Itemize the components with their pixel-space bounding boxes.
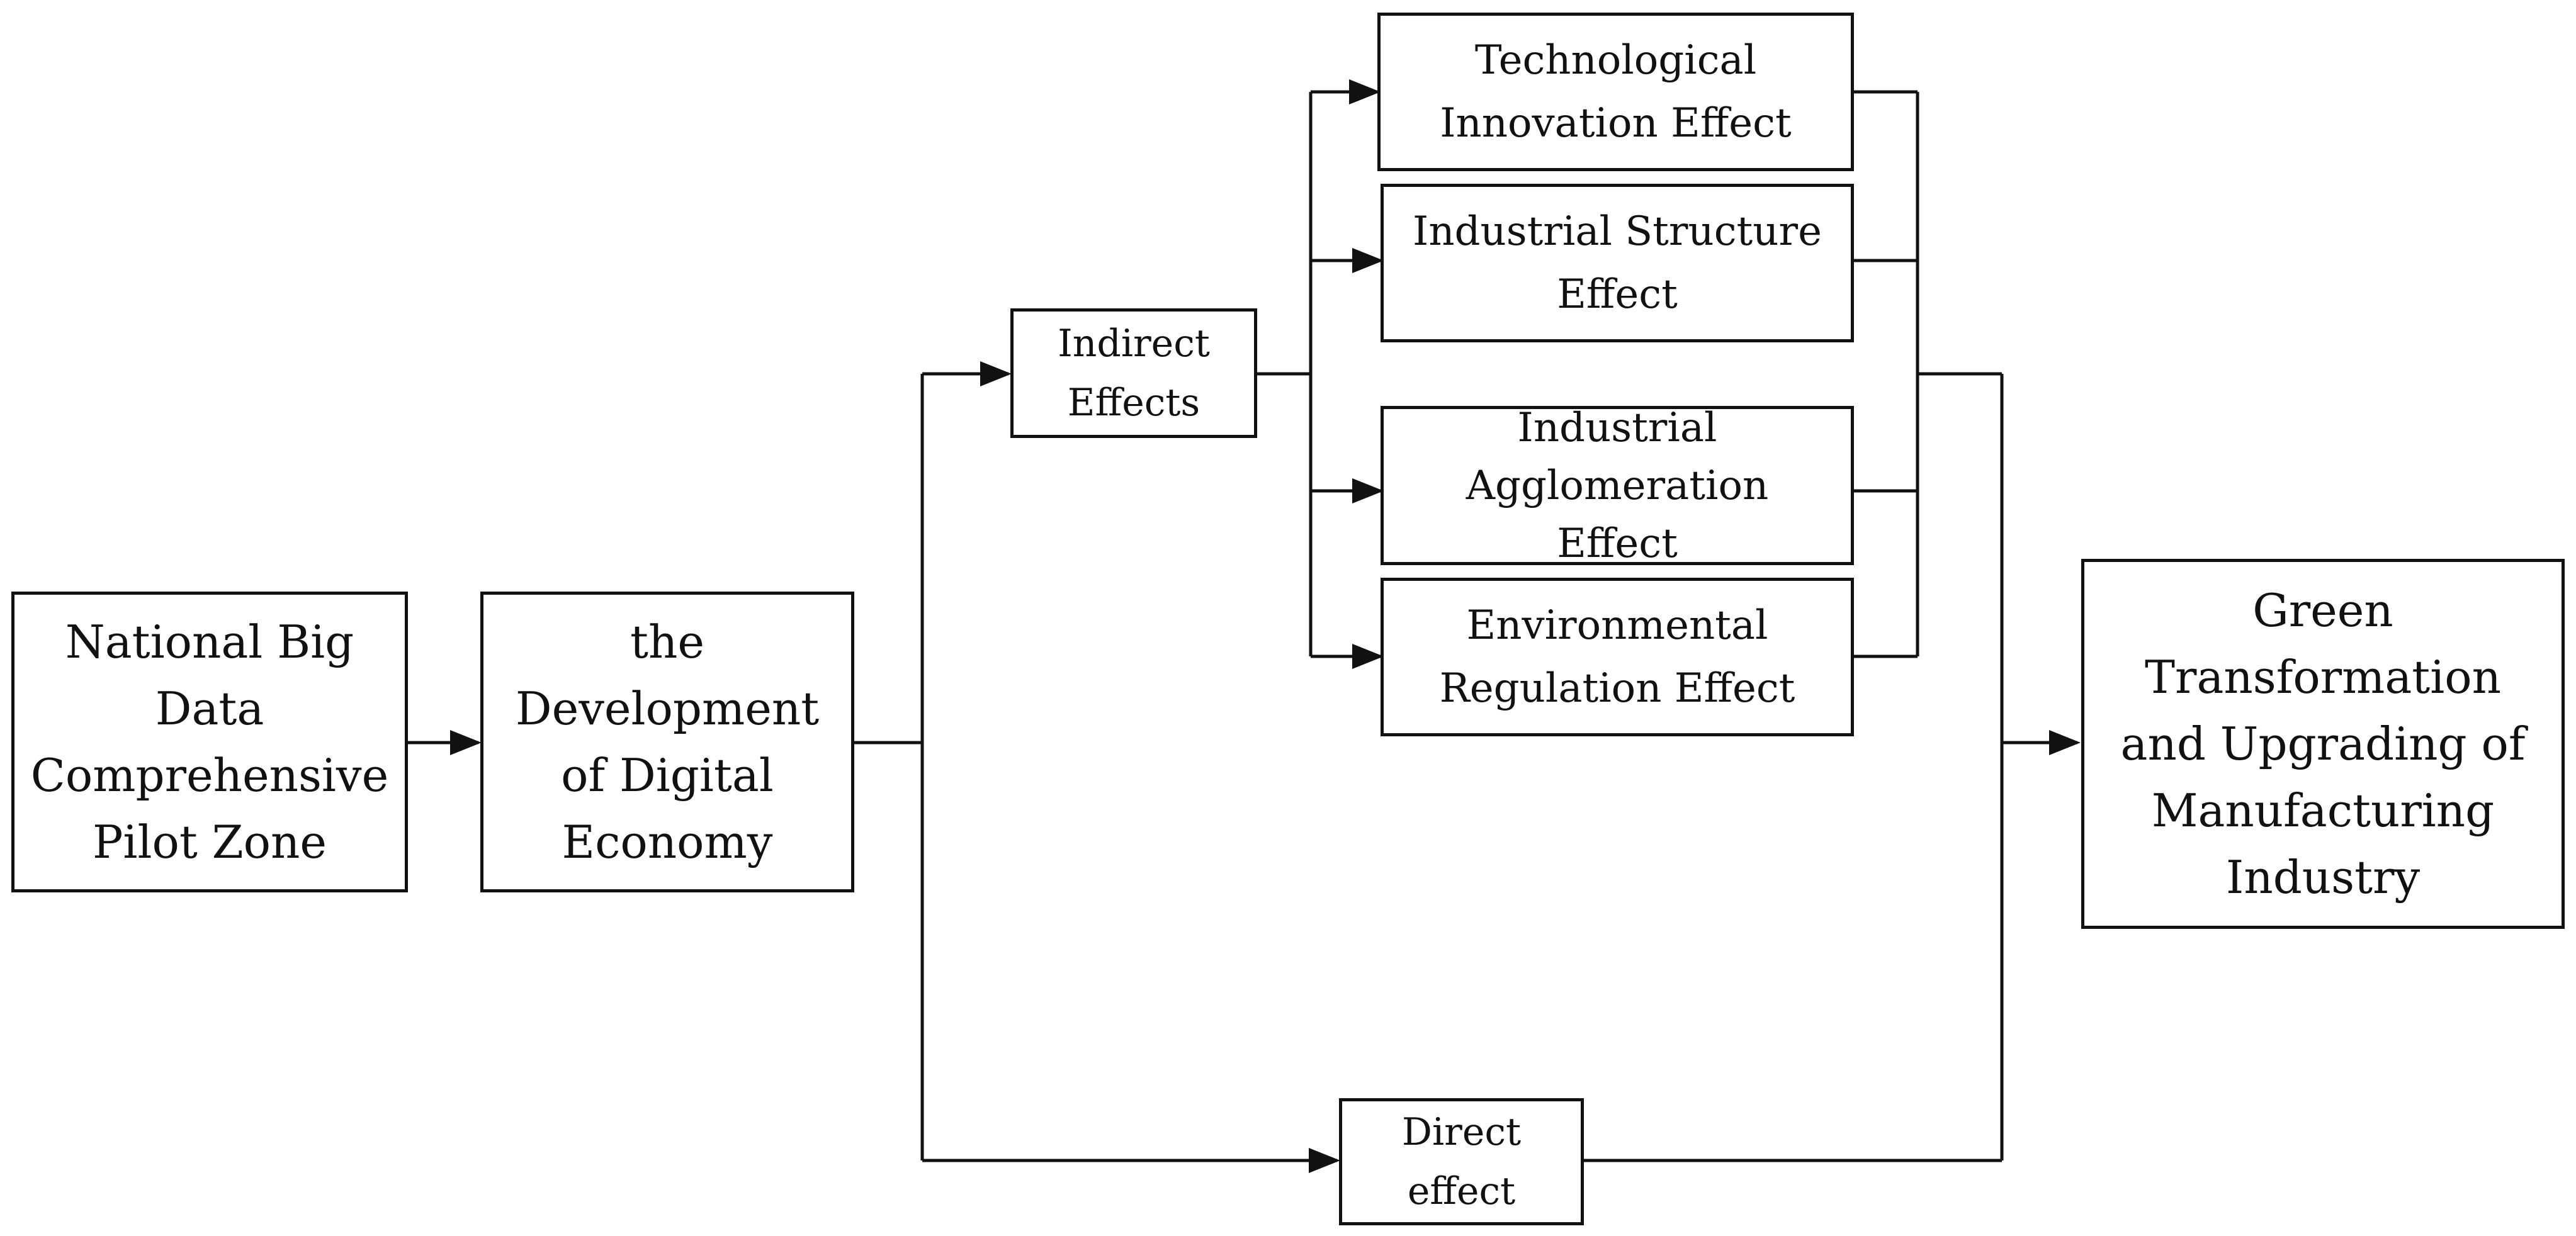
- node-green-transformation: Green Transformation and Upgrading of Ma…: [2081, 559, 2565, 929]
- node-pilot-zone: National Big Data Comprehensive Pilot Zo…: [11, 592, 408, 892]
- node-indirect-effects-label: Indirect Effects: [1058, 322, 1210, 425]
- node-green-transformation-label: Green Transformation and Upgrading of Ma…: [2120, 584, 2526, 904]
- node-direct-effect: Direct effect: [1339, 1098, 1584, 1225]
- node-indirect-effects: Indirect Effects: [1010, 308, 1257, 438]
- node-technological-innovation: Technological Innovation Effect: [1377, 13, 1854, 171]
- node-industrial-structure-label: Industrial Structure Effect: [1413, 208, 1822, 318]
- node-industrial-agglomeration: Industrial Agglomeration Effect: [1381, 406, 1854, 565]
- node-environmental-regulation-label: Environmental Regulation Effect: [1439, 602, 1795, 712]
- node-digital-economy-label: the Development of Digital Economy: [515, 615, 820, 868]
- node-technological-innovation-label: Technological Innovation Effect: [1440, 37, 1792, 147]
- node-direct-effect-label: Direct effect: [1401, 1110, 1522, 1213]
- node-industrial-structure: Industrial Structure Effect: [1381, 184, 1854, 342]
- node-environmental-regulation: Environmental Regulation Effect: [1381, 578, 1854, 736]
- node-digital-economy: the Development of Digital Economy: [480, 592, 854, 892]
- node-industrial-agglomeration-label: Industrial Agglomeration Effect: [1466, 406, 1769, 565]
- node-pilot-zone-label: National Big Data Comprehensive Pilot Zo…: [30, 615, 389, 868]
